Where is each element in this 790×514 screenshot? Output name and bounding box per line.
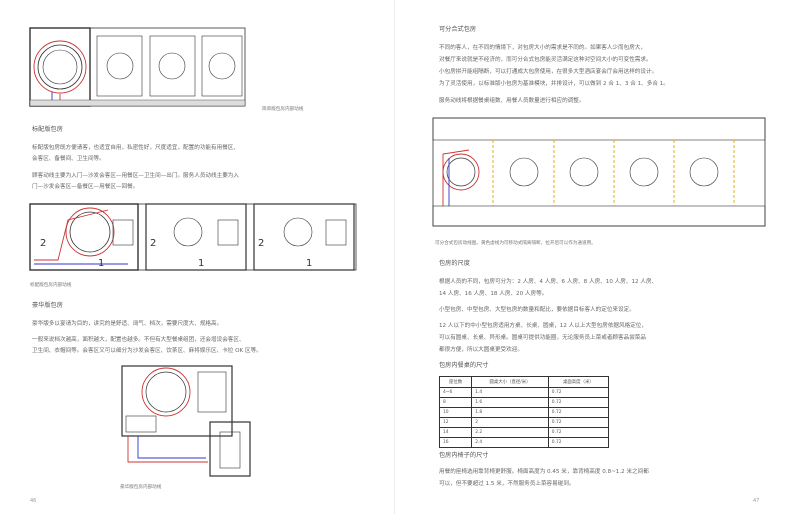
caption-simple-plan: 简单版包房内部动线 [262, 107, 304, 112]
table-header: 座位数 [438, 376, 473, 388]
table-cell: 8 [438, 397, 473, 408]
table-cell: 0.72 [547, 437, 610, 448]
table-cell: 10 [438, 407, 473, 418]
table-cell: 2.4 [471, 437, 549, 448]
plan-label-2b: 1 [198, 258, 204, 269]
luxury-paragraph-2: 一般来说档次越高，面积越大，配置也越多。不但有大型餐桌组团，还会增设会客区、 [32, 337, 245, 343]
plan-label-1b: 1 [98, 258, 104, 269]
plan-label-3b: 1 [306, 258, 312, 269]
room-size-paragraph-2: 小型包房、中型包房、大型包房的数量和配比，要依据目标客人的定位来设定。 [439, 307, 635, 313]
section-title-divisible: 可分合式包房 [439, 26, 477, 33]
caption-luxury-plan: 豪华版包房内部动线 [120, 485, 162, 490]
section-title-room-size: 包房的尺度 [439, 260, 470, 267]
section-title-luxury: 豪华版包房 [32, 302, 63, 309]
room-size-paragraph-1b: 14 人房、16 人房、18 人房、20 人房等。 [439, 291, 548, 297]
table-cell: 0.72 [547, 417, 610, 428]
chair-size-paragraph-a: 用餐的座椅选用靠背椅更舒服。椅面高度为 0.45 米，靠背椅高度 0.8~1.2… [439, 469, 649, 475]
standard-paragraph-2: 顾客动线主要为入门—沙发会客区—用餐区—卫生间—出门。服务人员动线主要为入 [32, 173, 239, 179]
divisible-paragraph-1a: 不同的客人，在不同的情境下，对包房大小的需求是不同的。如果客人少而包房大， [439, 45, 646, 51]
table-cell: 2.2 [471, 427, 549, 438]
table-header: 桌面高度（米） [547, 376, 610, 388]
table-cell: 0.72 [547, 427, 610, 438]
room-size-paragraph-1a: 根据人员的不同，包房可分为：2 人房、4 人房、6 人房、8 人房、10 人房、… [439, 279, 658, 285]
divisible-room-plan [432, 117, 766, 227]
divisible-paragraph-1d: 为了灵活使用，以标准版小包房为基准模块，并排设计，可以做到 2 合 1、3 合 … [439, 81, 669, 87]
divisible-paragraph-1b: 对餐厅来说就是不经济的，而可分合式包房能灵活满足这种对空间大小的可变性需求。 [439, 57, 652, 63]
table-cell: 12 [438, 417, 473, 428]
right-page: 可分合式包房 不同的客人，在不同的情境下，对包房大小的需求是不同的。如果客人少而… [395, 0, 790, 514]
table-cell: 16 [438, 437, 473, 448]
chair-size-paragraph-b: 可以，但不要超过 1.5 米，不然服务员上菜容易碰到。 [439, 481, 575, 487]
standard-paragraph-1: 标配版包房既方便请客，也适宜自用，私密性好，尺度适宜，配置的功能有用餐区、 [32, 145, 239, 151]
room-size-paragraph-3b: 可以有圆桌、长桌、异形桌。圆桌可提供功能圈，无论服务员上菜或者顾客品尝菜品 [439, 335, 646, 341]
section-title-table-size: 包房内餐桌的尺寸 [439, 362, 489, 369]
caption-divisible-plan: 可分合式包房动线图。黄色虚线为可移动式隔离隔断，拉开后可以作为通道用。 [435, 241, 596, 246]
room-size-paragraph-3a: 12 人以下的中小型包房适用方桌、长桌、圆桌，12 人以上大型包房依据风格定位， [439, 323, 647, 329]
table-cell: 14 [438, 427, 473, 438]
standard-paragraph-2b: 门—沙发会客区—备餐区—用餐区—回餐。 [32, 184, 139, 190]
plan-label-3a: 2 [258, 238, 264, 249]
section-title-chair-size: 包房内椅子的尺寸 [439, 452, 489, 459]
luxury-paragraph-2b: 卫生间、衣帽间等。会客区又可以细分为沙发会客区、饮茶区、麻将娱乐区、卡拉 OK … [32, 348, 262, 354]
simple-room-plan [29, 27, 246, 107]
table-cell: 0.72 [547, 387, 610, 398]
table-cell: 4~6 [438, 387, 473, 398]
table-cell: 0.72 [547, 407, 610, 418]
page-number-right: 47 [753, 498, 760, 504]
room-size-paragraph-3c: 都很方便，所以大圆桌更受欢迎。 [439, 347, 523, 353]
divisible-paragraph-1c: 小包房拼开能组隔断，可以打通成大包房使用，在很多大型酒店宴会厅会用这样的设计。 [439, 69, 658, 75]
standard-paragraph-1b: 会客区、备餐间、卫生间等。 [32, 156, 105, 162]
standard-room-plan: 2 1 2 1 2 1 [29, 203, 357, 271]
caption-standard-plan: 标配版包房内部动线 [30, 283, 72, 288]
plan-label-1a: 2 [40, 238, 46, 249]
left-page: 简单版包房内部动线 标配版包房 标配版包房既方便请客，也适宜自用，私密性好，尺度… [29, 27, 357, 504]
table-cell: 1.4 [471, 387, 549, 398]
luxury-paragraph-1: 豪华版多以宴请为目的，讲究的是舒适、阔气、档次，需要尺度大、规格高。 [32, 321, 223, 327]
table-cell: 0.72 [547, 397, 610, 408]
table-cell: 1.6 [471, 397, 549, 408]
table-header-row: 座位数 圆桌大小（直径/米） 桌面高度（米） [438, 376, 610, 388]
table-cell: 1.8 [471, 407, 549, 418]
page-number-left: 46 [30, 498, 37, 504]
plan-label-2a: 2 [150, 238, 156, 249]
section-title-standard: 标配版包房 [32, 126, 63, 133]
page-fold [394, 0, 395, 514]
table-cell: 2 [471, 417, 549, 428]
luxury-room-plan [121, 365, 251, 477]
divisible-paragraph-2: 服务动线将根据餐桌组数、用餐人员数量进行相应的调整。 [439, 98, 585, 104]
table-header: 圆桌大小（直径/米） [471, 376, 549, 388]
